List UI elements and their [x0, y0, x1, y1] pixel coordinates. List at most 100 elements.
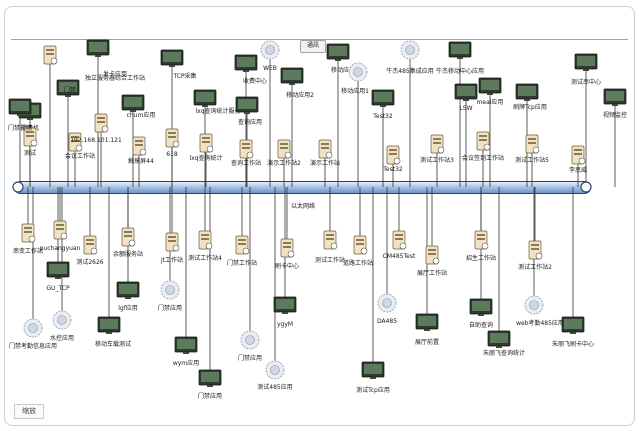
network-node-server[interactable]: 测试工作站: [315, 230, 345, 264]
network-node-monitor[interactable]: LSW: [454, 83, 478, 112]
network-node-server[interactable]: 演示工作站2: [267, 139, 301, 167]
monitor-stand: [65, 95, 71, 97]
network-node-monitor[interactable]: 展厅前置: [415, 313, 439, 346]
network-node-cloud[interactable]: 牛杰485集成应用: [386, 40, 434, 75]
zoom-button[interactable]: 缩放: [14, 404, 44, 419]
network-node-server[interactable]: 会议签到工作站: [462, 131, 504, 162]
network-node-server[interactable]: jt工作站: [160, 232, 183, 264]
network-node-monitor[interactable]: 测试串中心: [571, 53, 601, 86]
network-node-monitor[interactable]: 移动应用: [326, 43, 355, 74]
server-slot: [168, 240, 176, 242]
network-node-server[interactable]: 会议工作站: [65, 132, 95, 160]
network-node-server[interactable]: 测试工作站3: [420, 134, 454, 164]
network-node-monitor[interactable]: 朱丽飞刷卡中心: [552, 316, 594, 348]
monitor-stand: [463, 99, 469, 101]
node-label: 收费中心: [243, 77, 267, 85]
network-node-monitor[interactable]: 收费中心: [234, 54, 267, 85]
network-node-cloud[interactable]: WEB: [260, 40, 280, 72]
network-node-cloud[interactable]: 门禁考勤信息应用: [9, 318, 57, 350]
monitor-screen: [49, 264, 67, 274]
network-node-server[interactable]: 展厅工作站: [417, 245, 447, 277]
network-node-server[interactable]: 测试工作站5: [515, 134, 549, 164]
network-node-cloud[interactable]: web考勤485应用: [516, 295, 564, 327]
network-node-monitor[interactable]: 视频监控: [603, 88, 627, 119]
network-node-server[interactable]: 门禁工作站: [227, 235, 257, 267]
network-node-monitor[interactable]: lgf应用: [116, 281, 140, 312]
network-node-monitor[interactable]: 发卡应用: [86, 39, 127, 78]
network-node-monitor[interactable]: 移动车载测试: [95, 316, 131, 348]
network-node-server[interactable]: 618: [165, 128, 180, 158]
network-node-monitor[interactable]: 门禁应用: [198, 369, 222, 400]
status-badge: [483, 143, 491, 151]
network-node-monitor[interactable]: 朱丽飞查询统计: [483, 330, 525, 357]
network-node-monitor[interactable]: TCP采集: [160, 49, 197, 80]
network-node-server[interactable]: Test32: [382, 145, 403, 173]
network-node-monitor[interactable]: 查询应用: [235, 96, 262, 126]
node-label: 牛杰移动中心应用: [436, 67, 484, 75]
network-node-monitor[interactable]: 刷牌Tcp应用: [513, 83, 547, 111]
network-node-cloud[interactable]: 门禁应用: [238, 330, 262, 362]
monitor-screen: [518, 86, 536, 96]
network-node-server[interactable]: 192.168.101.121: [70, 113, 122, 144]
network-node-server[interactable]: lxq查询统计: [189, 133, 223, 162]
server-slot: [280, 147, 288, 149]
network-node-monitor[interactable]: 门禁视频: [8, 98, 32, 132]
server-slot: [46, 49, 54, 51]
network-node-server[interactable]: CM485Test: [383, 230, 416, 260]
node-label: lxq查询统计服务: [195, 107, 240, 115]
network-node-server[interactable]: 查询工作站: [231, 139, 261, 167]
server-slot: [283, 242, 291, 244]
network-node-server[interactable]: 道路工作站: [343, 235, 373, 267]
refresh-button[interactable]: 通訊: [300, 40, 326, 53]
monitor-stand: [169, 65, 175, 67]
network-node-monitor[interactable]: GU_TCP: [46, 261, 70, 292]
network-node-monitor[interactable]: wym应用: [173, 336, 199, 367]
monitor-stand: [524, 99, 530, 101]
network-node-cloud[interactable]: 移动应用1: [341, 62, 369, 95]
node-label: 测试2626: [76, 258, 103, 266]
node-label: 查询工作站: [231, 159, 261, 167]
network-node-monitor[interactable]: 测试Tcp应用: [356, 361, 390, 394]
network-node-monitor[interactable]: meal应用: [477, 77, 504, 106]
network-node-monitor[interactable]: 牛杰移动中心应用: [436, 41, 484, 75]
network-node-server[interactable]: 演示工作站: [310, 139, 340, 167]
node-label: 移动应用: [331, 66, 355, 74]
network-node-server[interactable]: 李思威: [569, 145, 587, 174]
network-node-monitor[interactable]: chum应用: [121, 94, 155, 119]
network-node-cloud[interactable]: 测试485应用: [257, 360, 293, 391]
network-node-monitor[interactable]: 自助查询: [469, 298, 493, 329]
network-node-monitor[interactable]: lxq查询统计服务: [193, 89, 241, 115]
network-node-monitor[interactable]: 门禁: [56, 79, 80, 97]
network-node-monitor[interactable]: Test32: [371, 89, 395, 120]
network-node-server[interactable]: 独立服务器综合工作站: [43, 45, 145, 82]
monitor-screen: [119, 284, 137, 294]
status-badge: [172, 244, 180, 252]
network-node-server[interactable]: 测试: [23, 127, 38, 157]
network-node-monitor[interactable]: 移动应用2: [280, 67, 314, 99]
network-node-server[interactable]: 测试工作站2: [518, 240, 552, 271]
network-node-server[interactable]: 测试2626: [76, 235, 104, 266]
cloud-service-core: [265, 45, 275, 55]
network-node-server[interactable]: puchangyuan: [40, 220, 81, 252]
network-node-server[interactable]: 触摸屏44: [128, 136, 154, 165]
monitor-screen: [11, 101, 29, 111]
monitor-stand: [583, 69, 589, 71]
server-slot: [356, 239, 364, 241]
node-label: LSW: [459, 105, 472, 112]
network-node-server[interactable]: 串变工作站: [13, 223, 43, 255]
server-slot: [124, 235, 132, 237]
network-node-server[interactable]: 刷卡中心: [275, 238, 299, 270]
server-slot: [395, 234, 403, 236]
node-label: lgf应用: [118, 304, 138, 312]
status-badge: [90, 247, 98, 255]
network-node-cloud[interactable]: DA485: [377, 293, 397, 325]
network-node-cloud[interactable]: 门禁应用: [158, 280, 182, 312]
network-node-server[interactable]: 招生工作站: [466, 230, 496, 262]
network-node-server[interactable]: 测试工作站4: [188, 230, 222, 262]
node-label: 水控应用: [50, 334, 74, 342]
network-node-cloud[interactable]: 水控应用: [50, 310, 74, 342]
node-label: 门禁应用: [238, 354, 262, 362]
network-node-server[interactable]: 余额服务站: [113, 227, 143, 258]
network-node-monitor[interactable]: ygyM: [273, 296, 297, 328]
